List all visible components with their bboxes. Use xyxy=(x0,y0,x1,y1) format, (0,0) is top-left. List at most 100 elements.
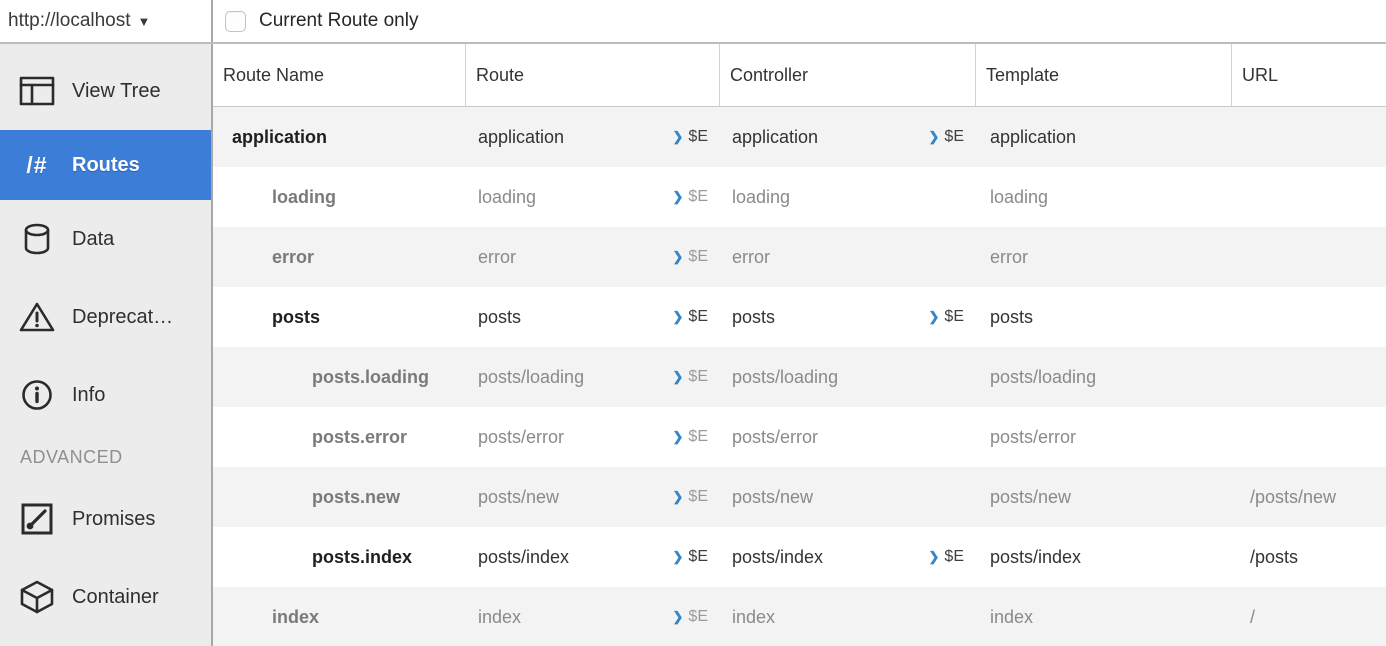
route-value: posts/index xyxy=(478,546,570,567)
chevron-right-icon: ❯ xyxy=(928,309,940,324)
controller-cell: posts ❯ $E xyxy=(720,287,976,347)
sidebar-item-container[interactable]: Container xyxy=(0,558,211,636)
chevron-right-icon: ❯ xyxy=(672,309,684,324)
route-cell: posts/new❯$E xyxy=(466,467,720,527)
sidebar-item-data[interactable]: Data xyxy=(0,200,211,278)
inspect-label: $E xyxy=(944,308,964,325)
route-send-to-console-button[interactable]: ❯ $E xyxy=(673,188,708,206)
route-cell: index❯$E xyxy=(466,587,720,646)
route-send-to-console-button[interactable]: ❯ $E xyxy=(673,428,708,446)
routes-table: Route Name Route Controller Template URL… xyxy=(213,44,1386,646)
template-value: loading xyxy=(990,186,1049,207)
inspect-label: $E xyxy=(688,188,708,205)
route-value: loading xyxy=(478,186,537,207)
url-cell: /posts/new xyxy=(1232,467,1386,527)
route-send-to-console-button[interactable]: ❯$E xyxy=(673,368,708,386)
route-value: application xyxy=(478,126,565,147)
column-header-route-name: Route Name xyxy=(213,44,466,106)
sidebar-item-label: Routes xyxy=(72,153,140,176)
sidebar-item-deprecat[interactable]: Deprecat… xyxy=(0,278,211,356)
sidebar-item-label: Promises xyxy=(72,507,156,530)
route-row-posts.new: posts.new posts/new❯$E posts/new posts/new /… xyxy=(213,467,1386,527)
route-name-cell: loading xyxy=(272,186,336,207)
template-value: posts/index xyxy=(990,546,1082,567)
chevron-right-icon: ❯ xyxy=(928,549,940,564)
data-icon xyxy=(18,222,56,256)
chevron-right-icon: ❯ xyxy=(672,489,684,504)
sidebar-item-view-tree[interactable]: View Tree xyxy=(0,52,211,130)
template-value: index xyxy=(990,606,1034,627)
sidebar-item-routes[interactable]: /# Routes xyxy=(0,130,211,200)
template-cell: loading xyxy=(976,167,1232,227)
route-cell: posts/index ❯$E xyxy=(466,527,720,587)
table-header: Route Name Route Controller Template URL xyxy=(213,44,1386,107)
sidebar-item-promises[interactable]: Promises xyxy=(0,480,211,558)
template-cell: error xyxy=(976,227,1232,287)
controller-value: posts/new xyxy=(732,486,814,507)
url-cell xyxy=(1232,227,1386,287)
current-route-only-checkbox[interactable] xyxy=(225,10,246,32)
route-name-cell: posts.loading xyxy=(312,366,429,387)
host-dropdown[interactable]: http://localhost ▼ xyxy=(0,0,213,42)
controller-cell: application ❯$E xyxy=(720,107,976,167)
template-cell: index xyxy=(976,587,1232,646)
url-cell: /posts xyxy=(1232,527,1386,587)
route-value: posts/loading xyxy=(478,366,585,387)
sidebar-section-header: ADVANCED xyxy=(20,446,123,467)
chevron-right-icon: ❯ xyxy=(672,189,684,204)
template-cell: posts/loading xyxy=(976,347,1232,407)
template-cell: application xyxy=(976,107,1232,167)
controller-cell: posts/error xyxy=(720,407,976,467)
routes-icon: /# xyxy=(26,151,48,178)
route-value: posts xyxy=(478,306,522,327)
column-header-controller: Controller xyxy=(720,44,976,106)
sidebar-item-label: View Tree xyxy=(72,79,161,102)
template-value: posts xyxy=(990,306,1034,327)
route-cell: posts ❯$E xyxy=(466,287,720,347)
inspect-label: $E xyxy=(688,248,708,265)
route-name-cell: application xyxy=(232,126,328,147)
route-cell: loading ❯ $E xyxy=(466,167,720,227)
controller-cell: loading xyxy=(720,167,976,227)
controller-send-to-console-button[interactable]: ❯$E xyxy=(929,548,964,566)
promises-icon xyxy=(18,502,56,536)
sidebar-item-info[interactable]: Info xyxy=(0,356,211,434)
url-value: /posts xyxy=(1250,546,1299,567)
controller-value: posts xyxy=(732,306,776,327)
current-route-only-label[interactable]: Current Route only xyxy=(259,10,419,31)
route-send-to-console-button[interactable]: ❯$E xyxy=(673,128,708,146)
controller-value: loading xyxy=(732,186,791,207)
route-cell: posts/error❯$E xyxy=(466,407,720,467)
column-header-route: Route xyxy=(466,44,720,106)
controller-cell: error xyxy=(720,227,976,287)
chevron-right-icon: ❯ xyxy=(928,129,940,144)
route-name-cell: posts.new xyxy=(312,486,401,507)
route-cell: application ❯$E xyxy=(466,107,720,167)
route-send-to-console-button[interactable]: ❯$E xyxy=(673,308,708,326)
controller-value: error xyxy=(732,246,771,267)
route-send-to-console-button[interactable]: ❯$E xyxy=(673,248,708,266)
dropdown-caret-icon: ▼ xyxy=(137,13,151,29)
controller-value: application xyxy=(732,126,819,147)
route-send-to-console-button[interactable]: ❯$E xyxy=(673,608,708,626)
route-name-cell: posts xyxy=(272,306,321,327)
controller-send-to-console-button[interactable]: ❯$E xyxy=(929,128,964,146)
inspect-label: $E xyxy=(688,368,708,385)
column-header-url: URL xyxy=(1242,64,1279,85)
route-cell: error❯$E xyxy=(466,227,720,287)
template-value: posts/new xyxy=(990,486,1072,507)
inspect-label: $E xyxy=(688,428,708,445)
route-send-to-console-button[interactable]: ❯$E xyxy=(673,488,708,506)
chevron-right-icon: ❯ xyxy=(672,429,684,444)
controller-cell: posts/new xyxy=(720,467,976,527)
controller-send-to-console-button[interactable]: ❯ $E xyxy=(929,308,964,326)
sidebar-item-label: Data xyxy=(72,227,115,250)
url-cell xyxy=(1232,407,1386,467)
route-send-to-console-button[interactable]: ❯$E xyxy=(673,548,708,566)
template-value: application xyxy=(990,126,1077,147)
controller-value: posts/error xyxy=(732,426,819,447)
